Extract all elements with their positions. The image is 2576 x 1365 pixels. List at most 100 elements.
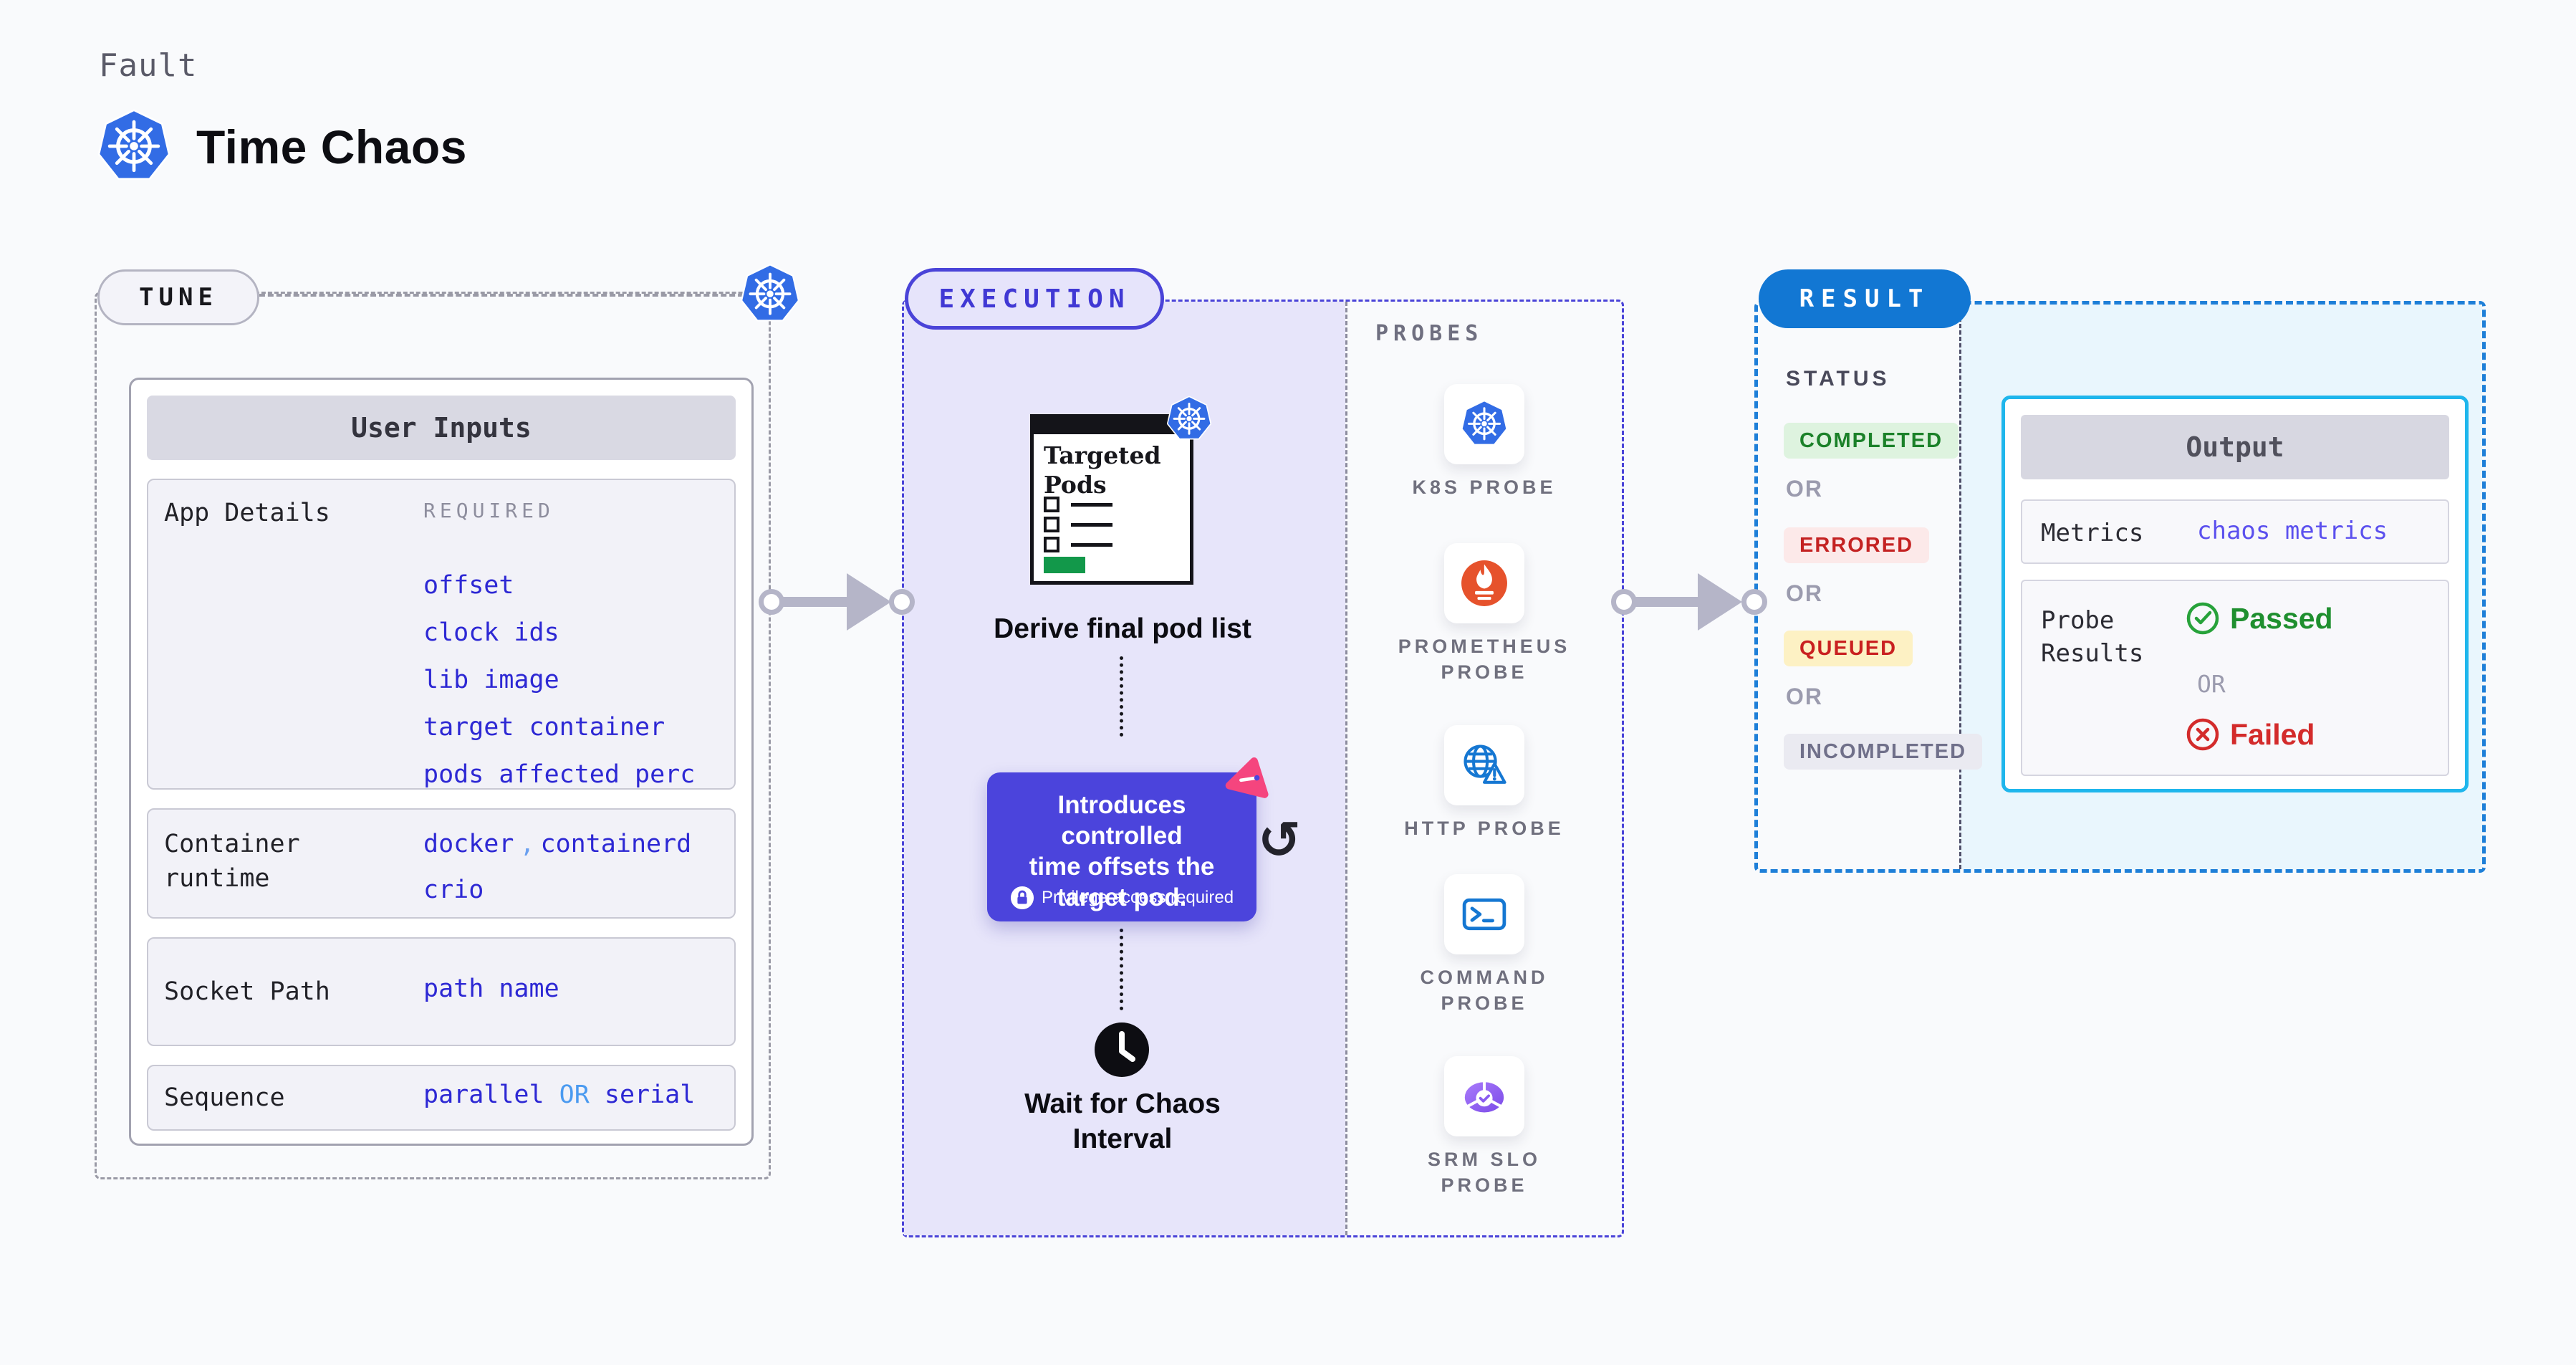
probe-card <box>1444 543 1524 623</box>
probe-item-http: HTTP PROBE <box>1363 725 1606 841</box>
app-details-row: App Details REQUIRED offset clock ids li… <box>147 479 736 790</box>
arrow-endpoint-dot <box>1611 589 1637 615</box>
execution-probes-divider <box>1345 302 1347 1235</box>
probe-card <box>1444 725 1524 805</box>
brand-row: Time Chaos <box>96 107 467 186</box>
chaos-tooltip: Introduces controlled time offsets the t… <box>987 772 1256 921</box>
flow-dotted-line <box>1120 656 1123 737</box>
probe-card <box>1444 384 1524 464</box>
redo-arrow-icon: ↺ <box>1258 810 1302 870</box>
value-pods-affected-perc: pods affected perc <box>423 760 696 789</box>
app-details-label: App Details <box>164 499 330 527</box>
value-path-name: path name <box>423 974 559 1003</box>
metrics-label: Metrics <box>2041 519 2144 547</box>
value-containerd: containerd <box>540 830 692 858</box>
globe-warning-icon <box>1460 740 1509 790</box>
result-divider <box>1959 305 1961 869</box>
wait-interval-label: Wait for Chaos Interval <box>1024 1088 1221 1154</box>
sequence-row: Sequence parallel OR serial <box>147 1065 736 1131</box>
output-title: Output <box>2021 415 2449 479</box>
probe-results-row: Probe Results Passed OR Failed <box>2021 580 2449 776</box>
status-or: OR <box>1786 684 1823 709</box>
user-inputs-title: User Inputs <box>147 396 736 460</box>
output-card: Output Metrics chaos metrics Probe Resul… <box>2001 396 2469 792</box>
kubernetes-icon <box>1460 399 1509 449</box>
probe-item-k8s: K8S PROBE <box>1363 384 1606 500</box>
tune-section-box <box>95 292 771 1179</box>
sequence-label: Sequence <box>164 1083 285 1112</box>
prometheus-icon <box>1460 558 1509 608</box>
checkbox-icon <box>1044 537 1059 552</box>
arrow-endpoint-dot <box>889 589 915 615</box>
arrowhead-icon <box>847 573 891 631</box>
check-circle-icon <box>2186 601 2220 636</box>
sequence-values: parallel OR serial <box>423 1081 695 1109</box>
passed-label: Passed <box>2230 601 2333 635</box>
gauge-check-icon <box>1460 1071 1509 1121</box>
fault-eyebrow: Fault <box>99 47 198 84</box>
list-line <box>1071 543 1112 547</box>
flow-dotted-line <box>1120 929 1123 1010</box>
result-section-pill: RESULT <box>1759 269 1971 328</box>
value-lib-image: lib image <box>423 666 559 694</box>
arrow-endpoint-dot <box>759 589 784 615</box>
kubernetes-icon <box>739 262 801 327</box>
arrow-endpoint-dot <box>1741 589 1767 615</box>
checkbox-icon <box>1044 517 1059 532</box>
passed-verdict: Passed <box>2186 601 2333 636</box>
status-badge-errored: ERRORED <box>1784 527 1930 563</box>
status-badge-incompleted: INCOMPLETED <box>1784 734 1983 770</box>
status-or: OR <box>1786 476 1823 502</box>
probe-card <box>1444 874 1524 954</box>
probe-card <box>1444 1056 1524 1136</box>
value-serial: serial <box>604 1081 696 1109</box>
container-runtime-label: Container runtime <box>164 830 300 893</box>
tune-dashed-link <box>251 294 752 297</box>
list-line <box>1071 503 1112 507</box>
sequence-or: OR <box>559 1081 590 1109</box>
execution-section-pill: EXECUTION <box>905 268 1164 330</box>
clock-icon <box>1094 1022 1150 1078</box>
probes-title: PROBES <box>1375 321 1484 346</box>
verdict-or: OR <box>2197 670 2226 698</box>
terminal-icon <box>1460 889 1509 939</box>
tune-to-execution-arrow <box>781 597 852 607</box>
container-runtime-row: Container runtime docker,containerd crio <box>147 808 736 919</box>
metrics-row: Metrics chaos metrics <box>2021 499 2449 564</box>
value-clock-ids: clock ids <box>423 618 559 647</box>
runtime-values-line1: docker,containerd <box>423 830 691 858</box>
socket-path-row: Socket Path path name <box>147 937 736 1046</box>
app-details-values: offset clock ids lib image target contai… <box>423 562 695 798</box>
value-offset: offset <box>423 571 514 600</box>
derive-pod-list-label: Derive final pod list <box>994 613 1251 644</box>
required-badge: REQUIRED <box>423 499 554 522</box>
status-title: STATUS <box>1786 367 1890 391</box>
kubernetes-icon <box>1166 395 1213 444</box>
value-parallel: parallel <box>423 1081 544 1109</box>
tooltip-text: Introduces controlled time offsets the t… <box>1029 791 1215 911</box>
kubernetes-icon <box>96 107 172 186</box>
lock-icon <box>1010 886 1034 910</box>
probe-label: HTTP PROBE <box>1404 818 1565 839</box>
arrowhead-icon <box>1698 573 1742 631</box>
page-title: Time Chaos <box>196 120 467 173</box>
probes-to-result-arrow <box>1633 597 1703 607</box>
failed-label: Failed <box>2230 717 2315 751</box>
privilege-note: Privilege access required <box>987 886 1256 910</box>
probe-label: K8S PROBE <box>1412 476 1557 498</box>
value-crio: crio <box>423 876 484 904</box>
socket-path-label: Socket Path <box>164 977 330 1006</box>
status-badge-completed: COMPLETED <box>1784 423 1959 459</box>
value-separator: , <box>519 830 535 858</box>
tune-section-pill: TUNE <box>97 269 259 325</box>
status-badge-queued: QUEUED <box>1784 631 1913 666</box>
value-target-container: target container <box>423 713 665 742</box>
failed-verdict: Failed <box>2186 717 2315 752</box>
value-docker: docker <box>423 830 514 858</box>
privilege-note-text: Privilege access required <box>1041 888 1234 907</box>
